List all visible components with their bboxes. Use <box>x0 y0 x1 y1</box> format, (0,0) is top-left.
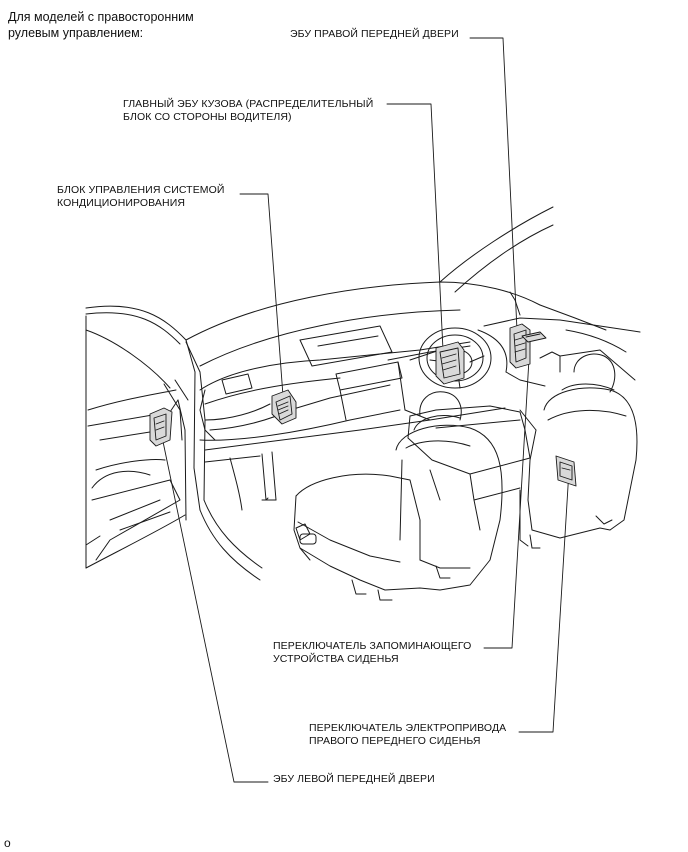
diagram-header: Для моделей с правосторонним рулевым упр… <box>8 9 194 41</box>
left-door <box>85 315 189 569</box>
components <box>149 323 577 487</box>
label-power-seat-switch: ПЕРЕКЛЮЧАТЕЛЬ ЭЛЕКТРОПРИВОДА ПРАВОГО ПЕР… <box>309 722 507 747</box>
footer-mark: o <box>4 836 11 850</box>
leader-right-front-door-ecu <box>469 37 518 331</box>
label-seat-memory-switch: ПЕРЕКЛЮЧАТЕЛЬ ЗАПОМИНАЮЩЕГО УСТРОЙСТВА С… <box>273 640 472 665</box>
dashboard <box>199 325 506 511</box>
power-seat-switch <box>555 455 577 487</box>
leader-left-front-door-ecu <box>160 431 269 783</box>
label-right-front-door-ecu: ЭБУ ПРАВОЙ ПЕРЕДНЕЙ ДВЕРИ <box>290 28 459 40</box>
leader-seat-memory-switch <box>483 341 531 649</box>
leader-ac-control-unit <box>239 193 284 397</box>
main-body-ecu <box>435 341 465 385</box>
leader-power-seat-switch <box>518 469 570 733</box>
right-front-seat <box>519 353 638 549</box>
center-console <box>407 405 531 531</box>
right-side-dash <box>483 317 641 387</box>
left-front-seat <box>293 391 503 601</box>
door-frame <box>185 341 263 581</box>
label-left-front-door-ecu: ЭБУ ЛЕВОЙ ПЕРЕДНЕЙ ДВЕРИ <box>273 773 435 785</box>
leader-lines <box>160 37 570 783</box>
roof-and-windshield <box>85 206 607 373</box>
header-line-1: Для моделей с правосторонним <box>8 10 194 24</box>
left-front-door-ecu <box>149 407 173 447</box>
seat-memory-switch <box>521 331 547 343</box>
ac-control-unit <box>271 389 297 425</box>
leader-main-body-ecu <box>386 103 444 351</box>
label-ac-control-unit: БЛОК УПРАВЛЕНИЯ СИСТЕМОЙ КОНДИЦИОНИРОВАН… <box>57 184 225 209</box>
right-front-door-ecu <box>509 323 531 369</box>
header-line-2: рулевым управлением: <box>8 26 144 40</box>
label-main-body-ecu: ГЛАВНЫЙ ЭБУ КУЗОВА (РАСПРЕДЕЛИТЕЛЬНЫЙ БЛ… <box>123 98 374 123</box>
